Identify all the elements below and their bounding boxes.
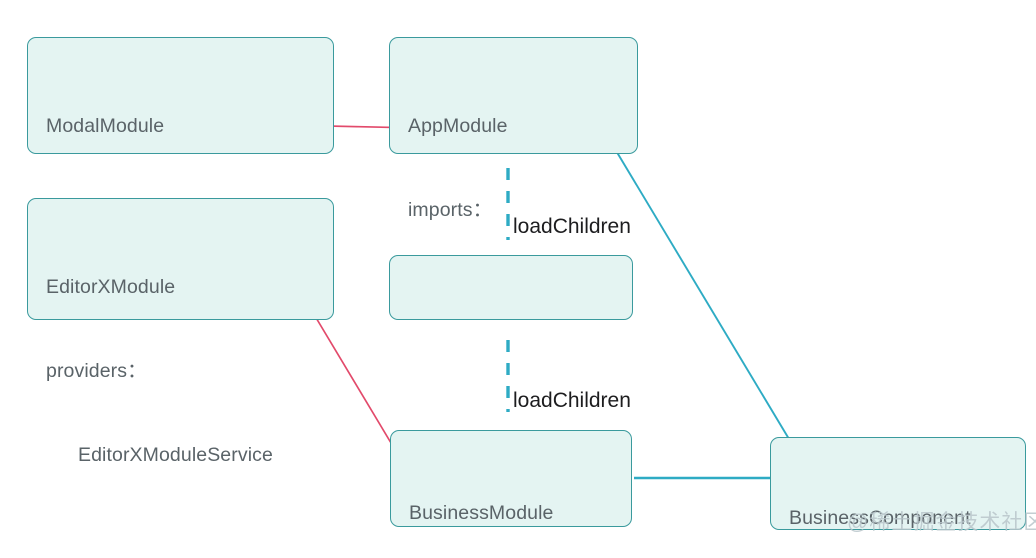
node-business-module-line-1: BusinessModule xyxy=(409,502,554,524)
node-app-module-line-2: imports： xyxy=(408,199,493,221)
node-editorx-module[interactable]: EditorXModule providers： EditorXModuleSe… xyxy=(27,198,334,466)
node-editorx-module-line-2: providers： xyxy=(46,360,147,382)
edge-label-loadchildren-upper: loadChildren xyxy=(513,215,631,238)
node-modal-module-line-1: ModalModule xyxy=(46,115,165,137)
node-empty-module[interactable] xyxy=(389,255,633,320)
node-modal-module[interactable]: ModalModule providers： ModalService xyxy=(27,37,334,305)
edge-label-loadchildren-lower: loadChildren xyxy=(513,389,631,412)
node-business-module[interactable]: BusinessModule imports: EditorXModule xyxy=(390,430,632,527)
node-business-component-line-1: BusinessComponent xyxy=(789,507,971,529)
node-editorx-module-line-3: EditorXModuleService xyxy=(78,444,273,466)
watermark: @稀土掘金技术社区 xyxy=(847,511,1036,534)
node-editorx-module-line-1: EditorXModule xyxy=(46,276,176,298)
node-app-module[interactable]: AppModule imports： ModalModule xyxy=(389,37,638,305)
node-app-module-line-1: AppModule xyxy=(408,115,508,137)
node-business-component[interactable]: BusinessComponent Injects: ModalService xyxy=(770,437,1026,530)
